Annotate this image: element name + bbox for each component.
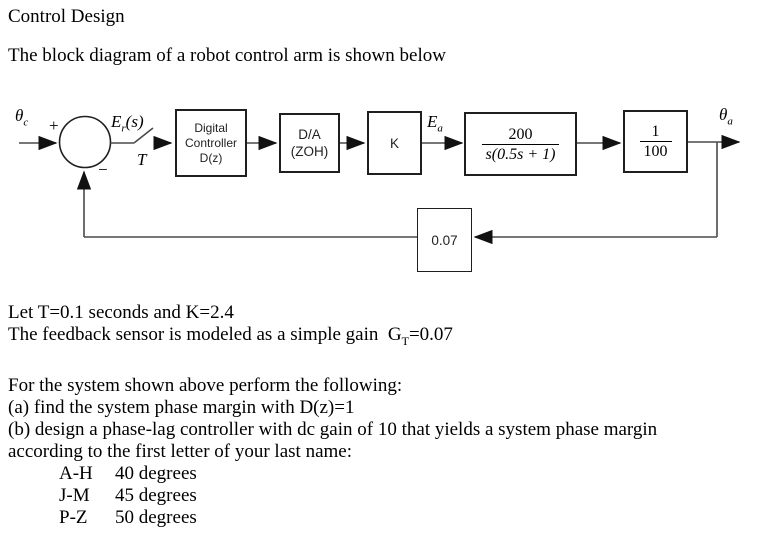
params-line-2-prefix: The feedback sensor is modeled as a simp… xyxy=(8,324,402,345)
plus-sign: + xyxy=(49,116,59,135)
table-row: A-H 40 degrees xyxy=(59,463,197,485)
theta-c-label: θc xyxy=(15,106,29,129)
minus-sign: − xyxy=(98,160,108,179)
letter-range: A-H xyxy=(59,463,93,484)
output-scale-numerator: 1 xyxy=(651,123,660,140)
margin-value: 45 degrees xyxy=(115,485,197,506)
intro-text: The block diagram of a robot control arm… xyxy=(8,45,446,66)
letter-range: P-Z xyxy=(59,507,88,528)
tasks-line-3: (b) design a phase-lag controller with d… xyxy=(8,419,658,440)
output-scale-denominator: 100 xyxy=(639,141,672,161)
da-zoh-line2: (ZOH) xyxy=(290,144,329,159)
digital-controller-line1: Digital xyxy=(194,120,228,135)
tasks-paragraph: For the system shown above perform the f… xyxy=(8,375,657,463)
plant-numerator: 200 xyxy=(508,125,533,143)
summing-junction-circle xyxy=(58,115,112,169)
table-row: P-Z 50 degrees xyxy=(59,507,197,529)
feedback-gain-label: 0.07 xyxy=(431,232,458,248)
error-signal-label: Er(s) xyxy=(111,112,144,135)
params-line-2-suffix: =0.07 xyxy=(408,324,453,345)
letter-range: J-M xyxy=(59,485,90,506)
phase-margin-table: A-H 40 degrees J-M 45 degrees P-Z 50 deg… xyxy=(59,463,197,529)
gain-k-block: K xyxy=(367,111,422,175)
output-scale-block: 1 100 xyxy=(623,110,688,173)
params-line-2: The feedback sensor is modeled as a simp… xyxy=(8,324,453,352)
margin-value: 40 degrees xyxy=(115,463,197,484)
da-zoh-line1: D/A xyxy=(298,127,321,142)
da-zoh-block: D/A (ZOH) xyxy=(279,113,340,173)
theta-a-label: θa xyxy=(719,105,733,128)
params-line-1: Let T=0.1 seconds and K=2.4 xyxy=(8,302,234,323)
digital-controller-block: Digital Controller D(z) xyxy=(175,109,247,177)
sample-period-label: T xyxy=(137,150,147,169)
page-title: Control Design xyxy=(8,6,125,27)
tasks-line-1: For the system shown above perform the f… xyxy=(8,375,403,396)
plant-transfer-function: 200 s(0.5s + 1) xyxy=(481,125,560,164)
output-scale-fraction: 1 100 xyxy=(639,122,672,161)
tasks-line-4: according to the first letter of your la… xyxy=(8,441,352,462)
plant-denominator: s(0.5s + 1) xyxy=(481,143,560,164)
table-row: J-M 45 degrees xyxy=(59,485,197,507)
gain-k-label: K xyxy=(389,135,399,151)
digital-controller-line3: D(z) xyxy=(199,150,223,165)
params-line-2-sub: T xyxy=(401,333,409,348)
tasks-line-2: (a) find the system phase margin with D(… xyxy=(8,397,355,418)
margin-value: 50 degrees xyxy=(115,507,197,528)
sampler-switch xyxy=(133,127,154,144)
ea-signal-label: Ea xyxy=(427,112,443,135)
plant-block: 200 s(0.5s + 1) xyxy=(464,112,577,176)
parameters-paragraph: Let T=0.1 seconds and K=2.4 The feedback… xyxy=(8,302,453,352)
feedback-gain-block: 0.07 xyxy=(417,208,472,272)
digital-controller-line2: Controller xyxy=(184,135,238,150)
